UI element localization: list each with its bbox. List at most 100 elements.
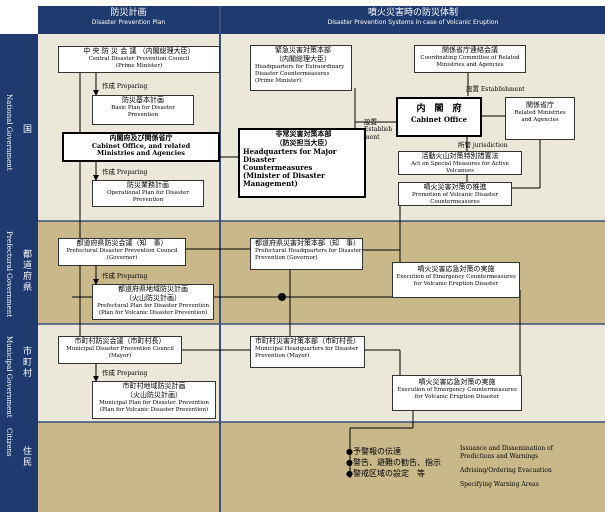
box-pref-hq: 都道府県災害対策本部（知 事） Prefectural Headquarters… <box>250 238 363 270</box>
box-muni-exec-jp: 噴火災害応急対策の実施 <box>418 378 496 386</box>
label-preparing-1: 作成 Preparing <box>102 80 147 90</box>
box-emergency-hq: 緊急災害対策本部 （内閣総理大臣） Headquarters for Extra… <box>250 45 352 91</box>
label-preparing-3-en: Preparing <box>116 273 148 280</box>
box-cabinet-office: 内 閣 府 Cabinet Office <box>396 97 482 137</box>
box-basic-plan-jp: 防災基本計画 <box>122 96 164 104</box>
box-promotion-en2: Countermeasures <box>430 199 480 205</box>
column-header-system: 噴火災害時の防災体制 Disaster Prevention Systems i… <box>221 6 605 34</box>
box-related-ministries: 関係省庁 Related Ministries and Agencies <box>505 97 575 140</box>
box-operational-plan-en2: Prevention <box>132 197 164 203</box>
box-basic-plan-en: Basic Plan for Disaster <box>111 105 175 111</box>
box-emergency-hq-jp2: （内閣総理大臣） <box>275 55 331 63</box>
label-establish: 設置 Establish ment <box>364 118 392 142</box>
box-muni-council: 市町村防災会議（市町村長） Municipal Disaster Prevent… <box>58 336 182 364</box>
column-header-plan-jp: 防災計画 <box>110 8 147 18</box>
row-label-municipal: Municipal Government 市町村 <box>3 324 35 422</box>
column-header-system-en: Disaster Prevention Systems in case of V… <box>327 19 499 26</box>
row-label-municipal-jp: 市町村 <box>21 346 31 379</box>
label-preparing-4-jp: 作成 <box>102 369 115 377</box>
box-promotion-en: Promotion of Volcanic Disaster <box>411 192 499 198</box>
box-central-council-en: Central Disaster Prevention Council <box>88 56 190 62</box>
box-pref-hq-en2: Prevention (Governor) <box>255 255 318 261</box>
box-active-volcano-act-en: Act on Special Measures for Active <box>411 161 509 167</box>
box-cabinet-agencies: 内閣府及び関係省庁 Cabinet Office, and related Mi… <box>62 132 220 162</box>
box-related-ministries-jp: 関係省庁 <box>526 101 554 109</box>
box-major-hq-en4: (Minister of Disaster <box>243 171 325 180</box>
row-label-prefectural-jp: 都道府県 <box>21 249 31 293</box>
citizens-item-2-jp: ●警告、避難の勧告、指示 <box>346 458 441 467</box>
box-active-volcano-act-jp: 活動火山対策特別措置法 <box>421 152 499 160</box>
box-operational-plan-jp: 防災業務計画 <box>127 181 169 189</box>
label-establish-en: Establish <box>364 126 393 133</box>
row-label-national-en: National Government <box>5 94 13 171</box>
label-establish-jp: 設置 <box>364 118 377 126</box>
box-muni-plan-jp: 市町村地域防災計画 <box>122 382 186 390</box>
label-preparing-4-en: Preparing <box>116 370 148 377</box>
column-header-plan-en: Disaster Prevention Plan <box>91 19 166 26</box>
label-preparing-2-en: Preparing <box>116 169 148 176</box>
citizens-item-3-jp: ●警戒区域の設定 等 <box>346 469 425 478</box>
box-liaison-jp: 関係省庁連絡会議 <box>442 46 498 54</box>
label-jurisdiction: 所管 jurisdiction <box>458 139 507 149</box>
box-muni-hq: 市町村災害対策本部（市町村長） Municipal Headquarters f… <box>250 336 365 368</box>
label-jurisdiction-en: jurisdiction <box>472 142 508 149</box>
box-related-ministries-en: Related Ministries <box>514 110 566 116</box>
box-muni-exec: 噴火災害応急対策の実施 Execution of Emergency Count… <box>392 375 522 411</box>
junction-dot <box>278 293 286 301</box>
box-major-hq-en3: Countermeasures <box>243 163 313 172</box>
label-establish-en-cont: ment <box>364 134 380 141</box>
box-cabinet-office-en: Cabinet Office <box>410 115 468 124</box>
box-pref-exec-jp: 噴火災害応急対策の実施 <box>417 265 495 273</box>
box-pref-council-en: Prefectural Disaster Prevention Council <box>66 248 178 254</box>
box-muni-council-en: Municipal Disaster Prevention Council <box>66 346 174 352</box>
box-pref-hq-jp: 都道府県災害対策本部（知 事） <box>255 239 360 247</box>
citizens-actions-jp: ●予警報の伝達 ●警告、避難の勧告、指示 ●警戒区域の設定 等 <box>346 446 456 479</box>
box-muni-plan-jp2: （火山防災計画） <box>126 391 182 399</box>
box-central-council-jp: 中 央 防 災 会 議 （内閣総理大臣） <box>83 47 195 55</box>
row-label-prefectural-en: Prefectural Government <box>5 231 13 318</box>
box-active-volcano-act: 活動火山対策特別措置法 Act on Special Measures for … <box>398 151 522 175</box>
box-pref-exec-en2: for Volcanic Eruption Disaster <box>413 281 499 287</box>
box-pref-plan-jp: 都道府県地域防災計画 <box>118 285 188 293</box>
box-muni-hq-en: Municipal Headquarters for Disaster <box>255 346 359 352</box>
box-pref-plan-jp2: （火山防災計画） <box>125 294 181 302</box>
box-emergency-hq-en: Headquarters for Extraordinary <box>255 64 345 70</box>
row-label-municipal-en: Municipal Government <box>5 336 13 418</box>
box-major-hq-en5: Management) <box>243 179 298 188</box>
box-active-volcano-act-en2: Volcanoes <box>446 168 474 174</box>
box-liaison: 関係省庁連絡会議 Coordinating Committee of Relat… <box>414 45 526 73</box>
row-label-citizens: Citizens 住民 <box>3 422 35 512</box>
box-liaison-en2: Ministries and Agencies <box>436 62 504 68</box>
box-muni-hq-jp: 市町村災害対策本部（市町村長） <box>255 337 360 345</box>
box-emergency-hq-en3: (Prime Minister) <box>255 78 302 84</box>
box-promotion-jp: 噴火災害対策の推進 <box>423 183 487 191</box>
box-central-council-en2: (Prime Minister) <box>115 63 163 69</box>
row-label-prefectural: Prefectural Government 都道府県 <box>3 221 35 324</box>
box-muni-plan-en: Municipal Plan for Disaster. Prevention <box>99 400 209 406</box>
citizens-item-1-en: Issuance and Dissemination of <box>460 445 553 452</box>
box-emergency-hq-en2: Disaster Countermeasures <box>255 71 330 77</box>
box-pref-plan-en: Prefectural Plan for Disaster Prevention <box>96 303 210 309</box>
citizens-actions-en: Issuance and Dissemination of Prediction… <box>460 445 602 489</box>
box-muni-hq-en2: Prevention (Mayor) <box>255 353 310 359</box>
box-major-hq-jp2: （防災担当大臣） <box>275 139 332 147</box>
box-operational-plan: 防災業務計画 Operational Plan for Disaster Pre… <box>92 180 204 207</box>
label-establishment: 設置 Establishment <box>466 83 525 93</box>
box-promotion: 噴火災害対策の推進 Promotion of Volcanic Disaster… <box>398 182 512 206</box>
box-operational-plan-en: Operational Plan for Disaster <box>107 190 189 196</box>
box-pref-plan-en2: (Plan for Volcanic Disaster Prevention) <box>98 310 208 316</box>
label-preparing-3: 作成 Preparing <box>102 270 147 280</box>
box-muni-exec-en: Execution of Emergency Countermeasures <box>397 387 517 393</box>
box-muni-plan: 市町村地域防災計画 （火山防災計画） Municipal Plan for Di… <box>92 381 216 419</box>
box-muni-council-jp: 市町村防災会議（市町村長） <box>74 337 166 345</box>
label-preparing-2-jp: 作成 <box>102 168 115 176</box>
band-citizens <box>38 422 605 512</box>
citizens-item-3-en: Specifying Warning Areas <box>460 481 539 488</box>
row-label-national-jp: 国 <box>21 124 31 135</box>
row-label-citizens-en: Citizens <box>5 428 13 457</box>
box-major-hq-en2: Disaster <box>243 155 276 164</box>
column-header-system-jp: 噴火災害時の防災体制 <box>367 8 458 18</box>
box-basic-plan: 防災基本計画 Basic Plan for Disaster Preventio… <box>92 95 194 125</box>
